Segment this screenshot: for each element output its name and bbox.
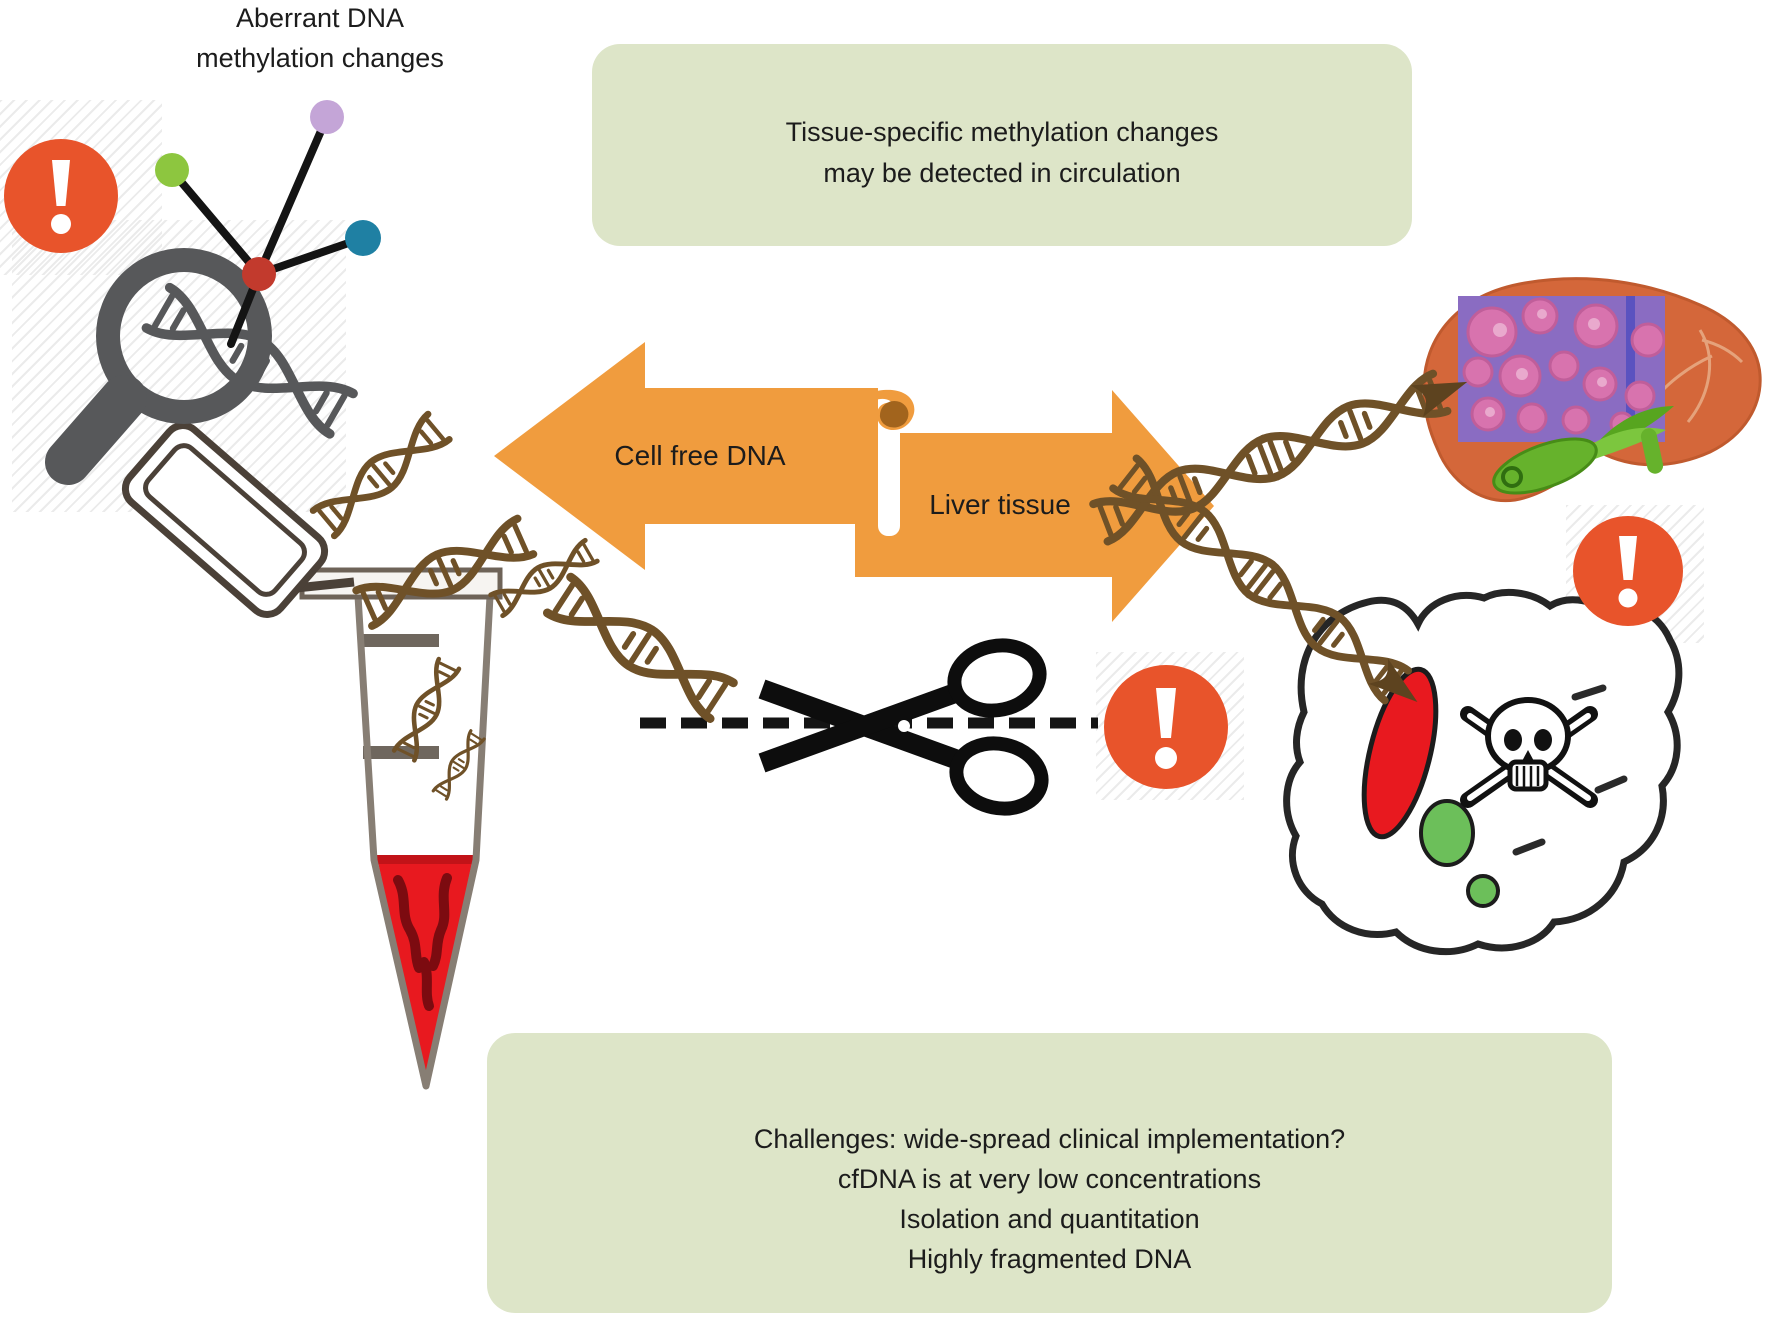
magnifier-dna-icon [45, 248, 353, 485]
blood-dna-strands [393, 873, 452, 1011]
top-note-box: Tissue-specific methylation changes may … [592, 44, 1412, 246]
dying-cell-icon [1283, 589, 1683, 956]
tube-graduation [363, 746, 439, 759]
top-note-line1: Tissue-specific methylation changes [785, 117, 1219, 147]
skull-icon [1460, 697, 1598, 808]
cell-debris-marks [1512, 684, 1628, 856]
gallbladder-icon [1492, 406, 1674, 495]
organelle-small [1466, 874, 1500, 908]
dna-chain-to-liver [1093, 363, 1468, 541]
cell-free-dna-arrow [494, 342, 878, 570]
aberrant-methylation-title: Aberrant DNA methylation changes [120, 0, 520, 78]
magnifier-lens [96, 248, 272, 424]
alert-icon [4, 139, 118, 253]
methyl-dot-green [155, 153, 189, 187]
magnifier-handle [45, 375, 147, 485]
challenges-line2: cfDNA is at very low concentrations [837, 1164, 1262, 1194]
challenges-line1: Challenges: wide-spread clinical impleme… [753, 1124, 1346, 1154]
methyl-dot-purple [310, 100, 344, 134]
organelle-large [1419, 799, 1475, 867]
liver-tissue-arrow [855, 390, 1214, 622]
cell-nucleus [1361, 666, 1439, 840]
tube-cap-icon [121, 422, 355, 618]
dna-to-scissors [547, 577, 733, 719]
top-note-line2: may be detected in circulation [823, 158, 1181, 188]
methyl-dot-teal [345, 220, 381, 256]
challenges-line3: Isolation and quantitation [899, 1204, 1200, 1234]
challenges-box: Challenges: wide-spread clinical impleme… [487, 1033, 1612, 1313]
scissors-icon [758, 638, 1049, 816]
tube-graduation [363, 634, 439, 647]
title-line2: methylation changes [196, 43, 444, 73]
methyl-dot-red [242, 257, 276, 291]
dna-chain-to-cell [1113, 458, 1418, 717]
title-line1: Aberrant DNA [235, 3, 405, 33]
scroll-fold-icon [844, 389, 915, 448]
alert-icon [1573, 516, 1683, 626]
cell-free-dna-label: Cell free DNA [614, 440, 786, 471]
blood-tube-icon [121, 422, 503, 1090]
liver-icon [1422, 277, 1762, 503]
liver-tissue-label: Liver tissue [929, 489, 1071, 520]
challenges-line4: Highly fragmented DNA [907, 1244, 1192, 1274]
alert-icon [1104, 665, 1228, 789]
methyl-dots-icon [155, 100, 381, 348]
